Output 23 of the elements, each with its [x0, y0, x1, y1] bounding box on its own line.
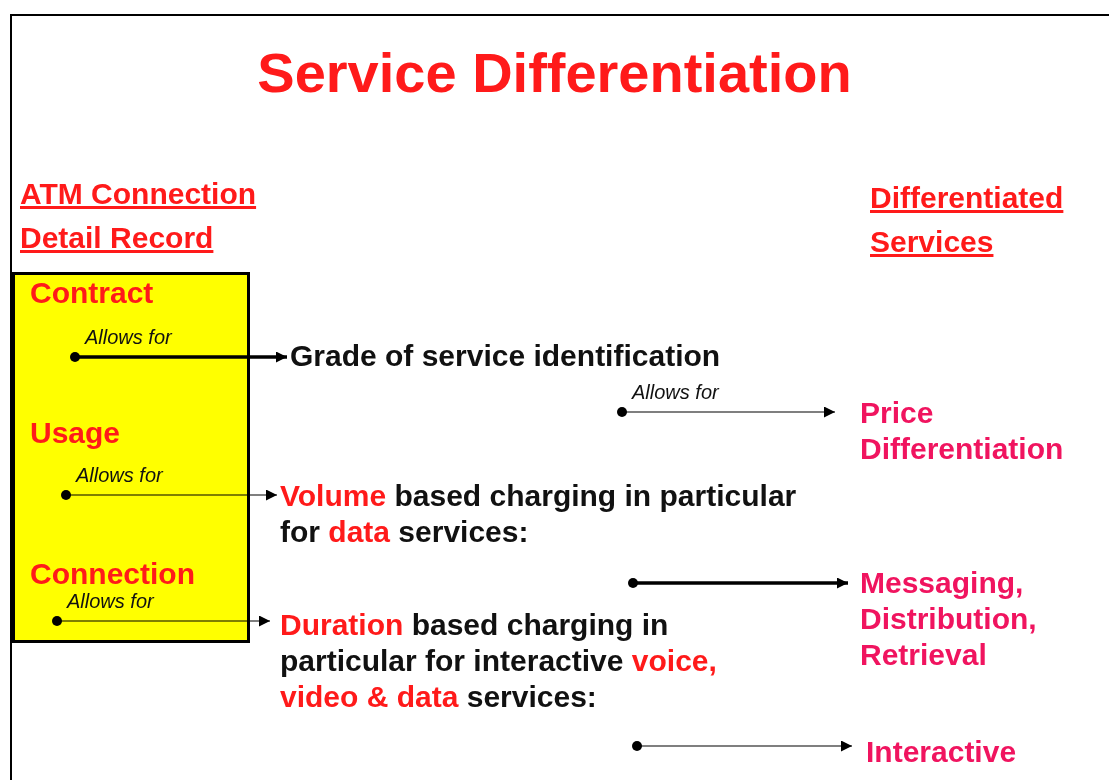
- column-heading: Differentiated Services: [870, 180, 1065, 260]
- edge-label: Allows for: [632, 381, 719, 403]
- service-name: Price Differentiation: [860, 395, 1105, 467]
- arrow: [617, 406, 836, 418]
- capability-text: Duration based charging in particular for interactive voice, video & data services:: [280, 607, 800, 715]
- field-name: Contract: [30, 275, 154, 311]
- arrow: [61, 489, 278, 501]
- arrow: [70, 351, 287, 363]
- edge-label: Allows for: [67, 590, 154, 612]
- service-name: Messaging, Distribution, Retrieval: [860, 565, 1100, 673]
- service-name: Interactive: [866, 734, 1106, 770]
- edge-label: Allows for: [76, 464, 163, 486]
- arrow: [628, 577, 848, 589]
- capability-text: Grade of service identification: [290, 338, 850, 374]
- field-name: Connection: [30, 556, 195, 592]
- arrow: [632, 740, 853, 752]
- edge-label: Allows for: [85, 326, 172, 348]
- capability-text: Volume based charging in particular for data services:: [280, 478, 820, 550]
- arrow: [52, 615, 271, 627]
- field-name: Usage: [30, 415, 121, 451]
- slide-title: Service Differentiation: [256, 40, 853, 105]
- column-heading: ATM Connection Detail Record: [20, 176, 258, 256]
- record-box: [12, 272, 250, 643]
